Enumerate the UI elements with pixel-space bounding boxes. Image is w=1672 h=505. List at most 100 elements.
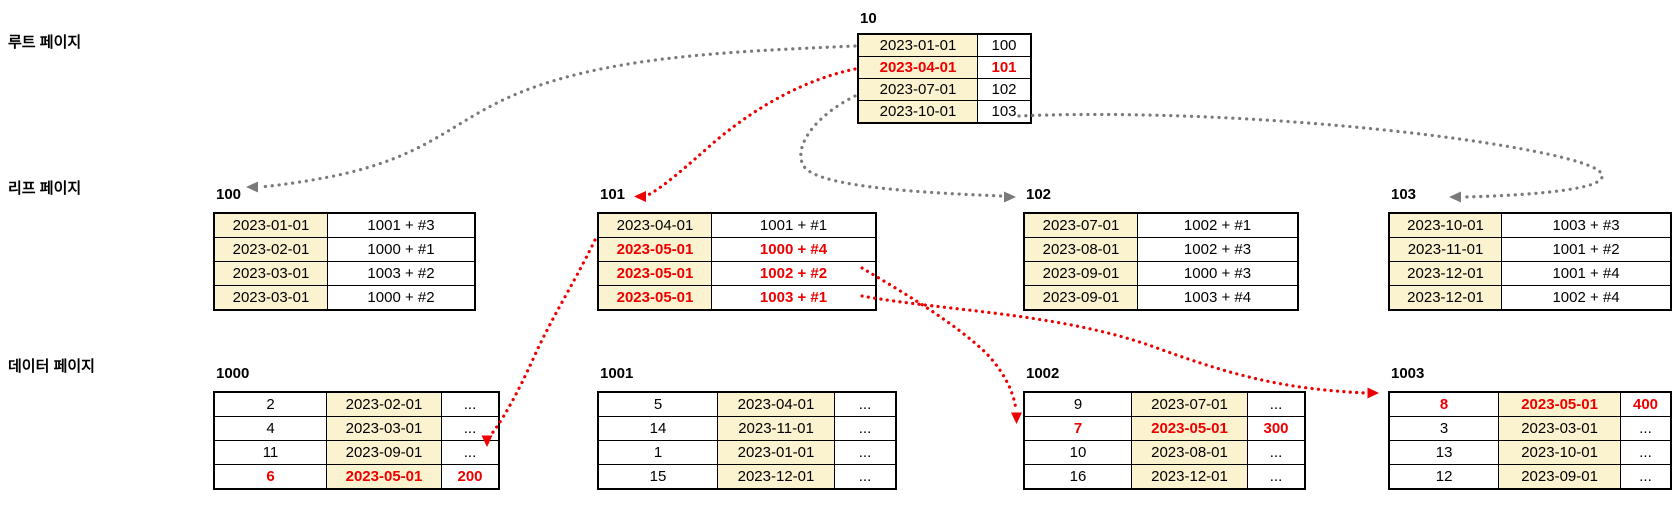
date-cell: 2023-01-01 [717,440,835,465]
date-cell: 2023-09-01 [326,440,442,465]
row-locator-cell: 1003 + #3 [1501,212,1672,238]
index-key-cell: 2023-11-01 [1388,237,1503,262]
extra-value-cell: 400 [1620,391,1672,417]
index-key-cell: 2023-03-01 [213,285,328,311]
index-key-cell: 2023-12-01 [1388,261,1503,286]
row-id-cell: 2 [213,391,327,417]
band-label-root-page: 루트 페이지 [8,34,82,51]
row-locator-cell: 1002 + #1 [1137,212,1299,238]
child-page-cell: 101 [977,56,1032,79]
index-key-cell: 2023-05-01 [597,237,712,262]
row-id-cell: 5 [597,391,718,417]
row-id-cell: 4 [213,416,327,441]
page-number-label: 1001 [600,365,634,382]
row-locator-cell: 1000 + #2 [327,285,476,311]
index-key-cell: 2023-05-01 [597,285,712,311]
index-key-cell: 2023-09-01 [1023,261,1138,286]
page-number-label: 10 [860,10,877,27]
extra-value-cell: ... [1247,464,1306,490]
row-id-cell: 11 [213,440,327,465]
index-key-cell: 2023-08-01 [1023,237,1138,262]
extra-value-cell: ... [834,391,897,417]
row-id-cell: 13 [1388,440,1500,465]
row-locator-cell: 1001 + #3 [327,212,476,238]
row-locator-cell: 1002 + #2 [711,261,877,286]
row-locator-cell: 1003 + #4 [1137,285,1299,311]
extra-value-cell: ... [834,464,897,490]
date-cell: 2023-05-01 [326,464,442,490]
index-key-cell: 2023-01-01 [213,212,328,238]
date-cell: 2023-11-01 [717,416,835,441]
extra-value-cell: ... [441,391,500,417]
index-key-cell: 2023-05-01 [597,261,712,286]
row-id-cell: 1 [597,440,718,465]
extra-value-cell: 300 [1247,416,1306,441]
row-locator-cell: 1000 + #3 [1137,261,1299,286]
extra-value-cell: 200 [441,464,500,490]
page-number-label: 1003 [1391,365,1425,382]
row-id-cell: 14 [597,416,718,441]
extra-value-cell: ... [1620,464,1672,490]
extra-value-cell: ... [1247,391,1306,417]
row-locator-cell: 1003 + #1 [711,285,877,311]
row-id-cell: 7 [1023,416,1132,441]
row-id-cell: 9 [1023,391,1132,417]
date-cell: 2023-12-01 [717,464,835,490]
extra-value-cell: ... [1247,440,1306,465]
row-locator-cell: 1002 + #4 [1501,285,1672,311]
child-page-cell: 102 [977,78,1032,101]
row-id-cell: 3 [1388,416,1500,441]
index-key-cell: 2023-04-01 [597,212,712,238]
arrowhead-data1003 [1367,387,1379,399]
arrowhead-leaf102 [1004,191,1016,203]
extra-value-cell: ... [834,416,897,441]
row-locator-cell: 1002 + #3 [1137,237,1299,262]
date-cell: 2023-05-01 [1498,391,1621,417]
child-page-cell: 103 [977,100,1032,124]
arrow-leaf101-to-data1000 [488,238,597,438]
date-cell: 2023-12-01 [1131,464,1248,490]
row-id-cell: 10 [1023,440,1132,465]
page-number-label: 1002 [1026,365,1060,382]
arrowhead-data1002 [1011,412,1022,424]
index-key-cell: 2023-10-01 [857,100,978,124]
index-key-cell: 2023-04-01 [857,56,978,79]
row-id-cell: 6 [213,464,327,490]
extra-value-cell: ... [441,440,500,465]
band-label-leaf-page: 리프 페이지 [8,180,82,197]
